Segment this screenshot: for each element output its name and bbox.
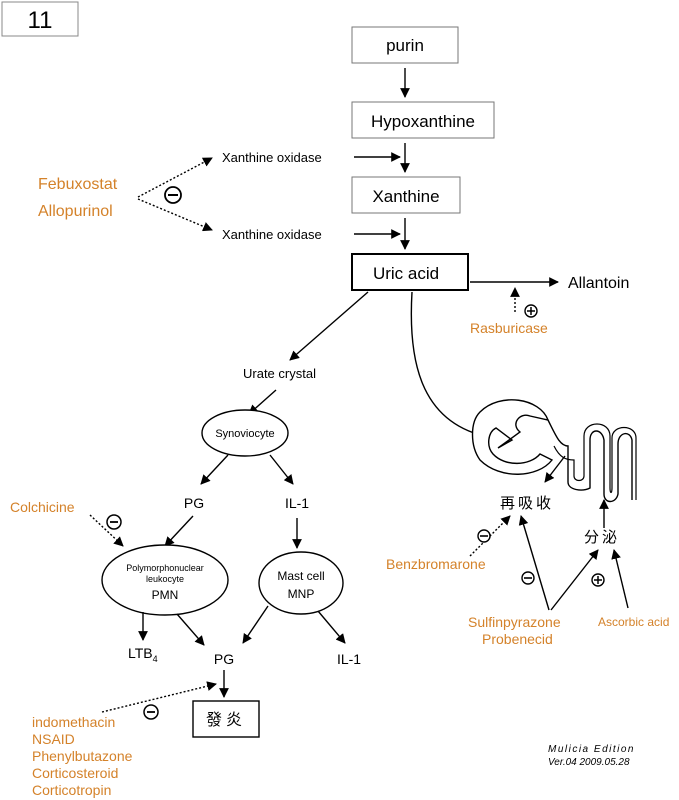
drug-phenylbutazone: Phenylbutazone <box>32 748 133 764</box>
drug-colchicine: Colchicine <box>10 499 75 515</box>
drug-rasburicase: Rasburicase <box>470 320 548 336</box>
tubule <box>547 419 633 503</box>
inflammation-box <box>192 700 260 738</box>
drug-corticotropin: Corticotropin <box>32 782 111 798</box>
arrow-mast-pg <box>242 605 269 644</box>
inhibit-arrow-xo-1 <box>137 157 213 198</box>
inflammation-label: 發炎 <box>206 710 246 729</box>
pg-label-2: PG <box>214 651 234 667</box>
drug-benzbromarone: Benzbromarone <box>386 556 486 572</box>
arrow-syno-il1 <box>269 454 294 485</box>
xanthine-box <box>351 176 461 214</box>
reabsorption-label: 再吸收 <box>500 494 554 512</box>
synoviocyte-label: Synoviocyte <box>215 428 274 440</box>
pmn-label: PMN <box>152 588 179 602</box>
pmn-label-line1: Polymorphonuclear <box>126 563 204 573</box>
xanthine-oxidase-label-2: Xanthine oxidase <box>222 227 322 242</box>
page-number: 11 <box>28 7 53 34</box>
footer-edition: Mulicia Edition <box>548 744 635 755</box>
footer-version: Ver.04 2009.05.28 <box>548 757 630 768</box>
tubule-inner <box>553 423 637 500</box>
pmn-label-line2: leukocyte <box>146 574 184 584</box>
hypoxanthine-label: Hypoxanthine <box>371 112 475 131</box>
drug-ascorbic-acid: Ascorbic acid <box>598 615 669 629</box>
il1-label-1: IL-1 <box>285 495 309 511</box>
purin-label: purin <box>386 36 424 55</box>
inhibit-arrow-secretion-sulfin <box>550 549 599 611</box>
uric-acid-label: Uric acid <box>373 264 439 283</box>
pmn-ellipse <box>101 544 229 616</box>
arrow-reabsorption <box>544 455 566 483</box>
xanthine-label: Xanthine <box>372 187 439 206</box>
pg-label-1: PG <box>184 495 204 511</box>
inhibit-arrow-reabsorption-sulfin <box>518 515 550 611</box>
secretion-label: 分泌 <box>584 528 620 546</box>
ltb-label: LTB4 <box>128 645 158 664</box>
drug-sulfinpyrazone: Sulfinpyrazone <box>468 614 561 630</box>
inhibit-arrow-xo-2 <box>137 198 213 232</box>
hypoxanthine-box <box>351 101 495 139</box>
arrow-pg-pmn <box>164 515 194 547</box>
promote-arrow-secretion-ascorbic <box>611 549 629 609</box>
synoviocyte-ellipse <box>201 409 289 457</box>
page-number-box <box>1 1 79 37</box>
arrow-uric-kidney <box>410 291 485 439</box>
inhibit-arrow-pg <box>101 681 217 713</box>
purin-box <box>351 26 459 64</box>
glomerulus-cup <box>471 399 554 475</box>
il1-label-2: IL-1 <box>337 651 361 667</box>
arrow-syno-pg <box>200 454 229 485</box>
drug-corticosteroid: Corticosteroid <box>32 765 118 781</box>
arrow-uric-urate <box>289 291 369 361</box>
uric-acid-box <box>351 253 469 291</box>
drug-febuxostat: Febuxostat <box>38 176 118 193</box>
urate-crystal-label: Urate crystal <box>243 366 316 381</box>
mastcell-ellipse <box>258 551 344 615</box>
mnp-label: MNP <box>288 587 315 601</box>
mastcell-label: Mast cell <box>277 569 324 583</box>
drug-indomethacin: indomethacin <box>32 714 115 730</box>
arrow-mast-il1 <box>317 610 346 644</box>
drug-probenecid: Probenecid <box>482 631 553 647</box>
drug-nsaid: NSAID <box>32 731 75 747</box>
xanthine-oxidase-label-1: Xanthine oxidase <box>222 150 322 165</box>
allantoin-label: Allantoin <box>568 275 629 292</box>
inhibit-arrow-pmn <box>89 514 124 547</box>
ltb-subscript: 4 <box>153 654 158 664</box>
arrow-pmn-pg <box>176 613 205 646</box>
drug-allopurinol: Allopurinol <box>38 203 113 220</box>
